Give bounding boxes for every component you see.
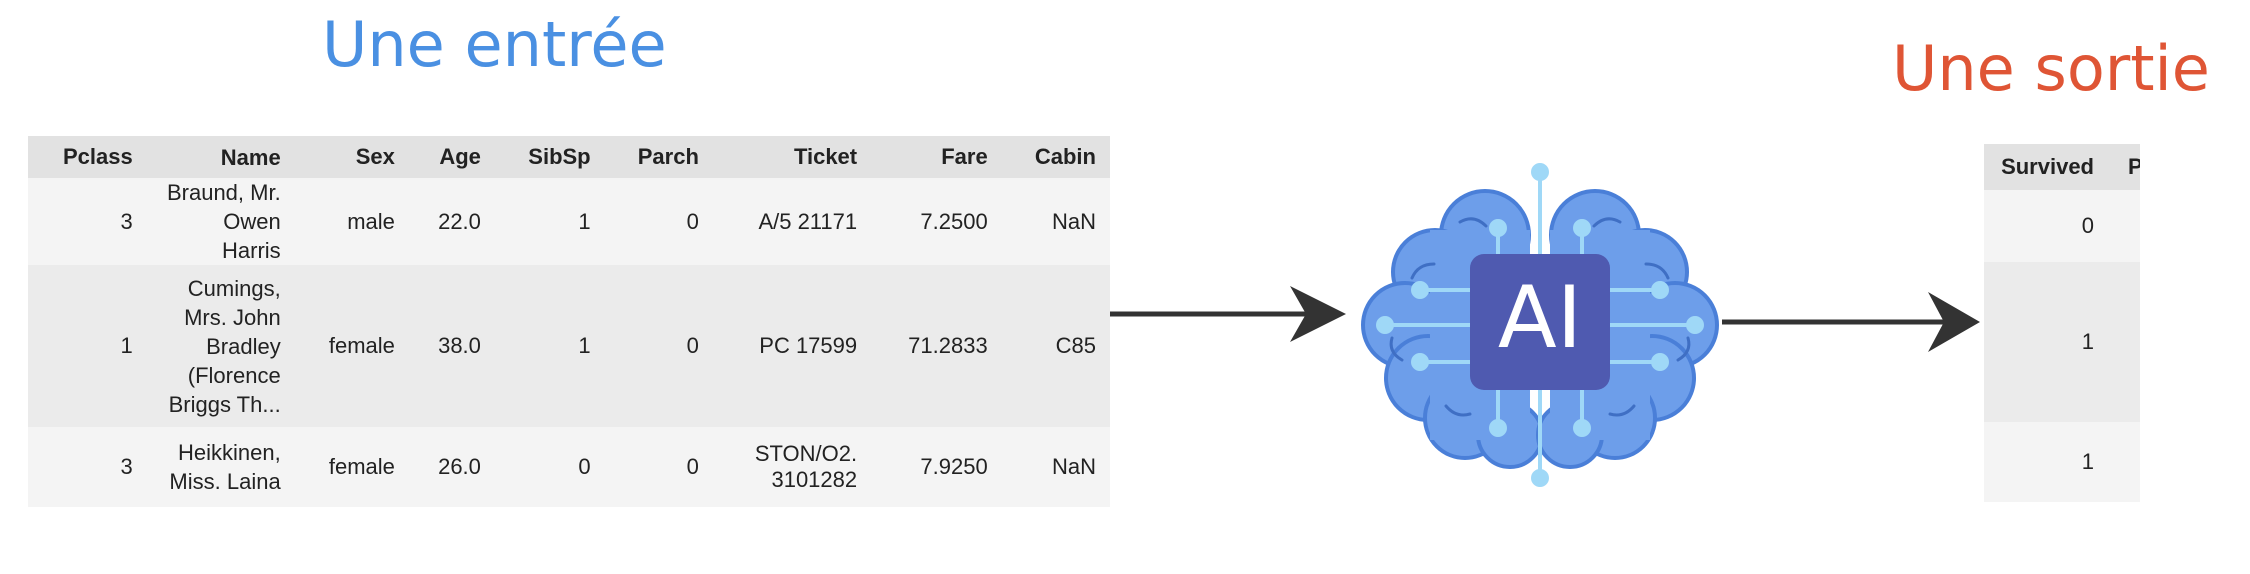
cell-fare: 7.9250 [920,454,988,479]
cell-cabin: NaN [1051,454,1096,479]
cell-parch: 0 [686,454,699,479]
cell-ticket-line: STON/O2. [754,441,858,466]
cell-fare: 7.2500 [920,208,988,234]
cell-age: 38.0 [438,333,481,358]
cell-ticket-line: PC 17599 [759,333,858,358]
arrow-ai-to-output [1722,292,1980,352]
cell-parch: 0 [686,208,699,234]
cell-sibsp: 1 [578,208,591,234]
cell-sibsp: 0 [578,454,591,479]
cell-name-line: Miss. Laina [169,469,281,494]
cell-name-line: Braund, Mr. [166,180,281,205]
header-survived: Survived [1984,144,2104,190]
cell-name-line: Briggs Th... [168,391,281,417]
header-fare: Fare [871,136,1002,178]
ai-label: AI [1498,268,1582,368]
header-sex: Sex [294,136,409,178]
cell-ticket: A/5 21171 [713,178,871,265]
cell-pclass: 1 [120,333,133,358]
cell-name-line: Owen Harris [222,209,281,263]
cell-name-line: Cumings, [187,275,281,301]
output-header-row: Survived Pclass [1984,144,2140,190]
cell-sex: female [328,454,395,479]
header-age: Age [408,136,495,178]
cell-fare: 71.2833 [908,333,988,358]
cell-cabin: C85 [1055,333,1096,358]
cell-name-line: (Florence [187,362,281,388]
header-pclass: Pclass [28,136,147,178]
table-row: 0 [1984,190,2140,262]
cell-cabin: NaN [1051,208,1096,234]
cell-name-line: Heikkinen, [177,440,281,465]
cell-pclass: 3 [120,454,133,479]
table-row: 3 Braund, Mr. Owen Harris male 22.0 1 0 … [28,178,1110,265]
header-cabin: Cabin [1001,136,1110,178]
cell-name: Cumings, Mrs. John Bradley (Florence Bri… [147,265,295,427]
cell-sex: male [347,208,395,234]
header-sibsp: SibSp [494,136,605,178]
cell-ticket: PC 17599 [713,265,871,427]
cell-age: 26.0 [438,454,481,479]
table-row: 1 [1984,262,2140,422]
ai-brain-icon: AI [1361,163,1719,487]
output-title: Une sortie [1892,32,2210,105]
input-title: Une entrée [322,8,667,81]
input-dataframe: Pclass Name Sex Age SibSp Parch Ticket F… [28,136,1110,507]
cell-survived: 1 [2081,449,2094,474]
cell-survived: 0 [2081,213,2094,238]
cell-name: Heikkinen, Miss. Laina [147,427,295,507]
input-header-row: Pclass Name Sex Age SibSp Parch Ticket F… [28,136,1110,178]
cell-name-line: Bradley [206,333,281,359]
cell-sibsp: 1 [578,333,591,358]
header-pclass-truncated: Pclass [2104,144,2140,190]
cell-ticket-line: 3101282 [771,467,858,492]
cell-ticket-line: A/5 21171 [758,208,858,234]
cell-name: Braund, Mr. Owen Harris [147,178,295,265]
cell-pclass: 3 [120,208,133,234]
cell-age: 22.0 [438,208,481,234]
table-row: 3 Heikkinen, Miss. Laina female 26.0 0 0… [28,427,1110,507]
output-dataframe-viewport: Survived Pclass 0 1 1 [1984,144,2140,502]
header-name: Name [146,136,295,178]
cell-survived: 1 [2081,329,2094,354]
cell-parch: 0 [686,333,699,358]
output-dataframe: Survived Pclass 0 1 1 [1984,144,2140,502]
table-row: 1 Cumings, Mrs. John Bradley (Florence B… [28,265,1110,427]
arrow-input-to-ai [1110,286,1346,342]
cell-ticket: STON/O2. 3101282 [713,427,871,507]
table-row: 1 [1984,422,2140,502]
cell-sex: female [328,333,395,358]
cell-name-line: Mrs. John [184,304,281,330]
header-parch: Parch [604,136,713,178]
header-ticket: Ticket [712,136,872,178]
